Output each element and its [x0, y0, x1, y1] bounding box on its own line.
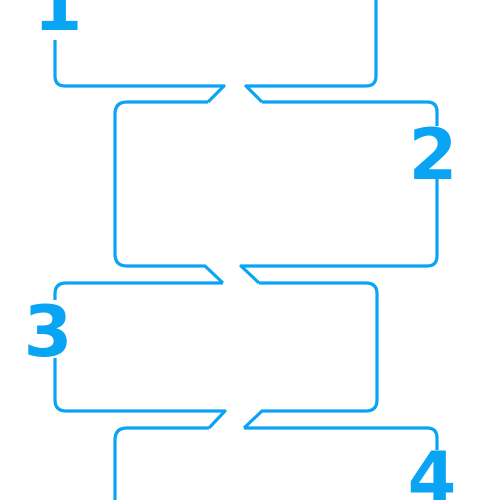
step-3-frame — [53, 281, 379, 430]
step-2-frame — [113, 100, 439, 285]
step-1-frame — [53, 0, 378, 104]
step-4-frame — [113, 426, 439, 500]
step-number-3: 3 — [24, 291, 73, 373]
step-number-4: 4 — [408, 437, 457, 500]
step-number-1: 1 — [34, 0, 83, 47]
step-number-2: 2 — [409, 114, 458, 196]
